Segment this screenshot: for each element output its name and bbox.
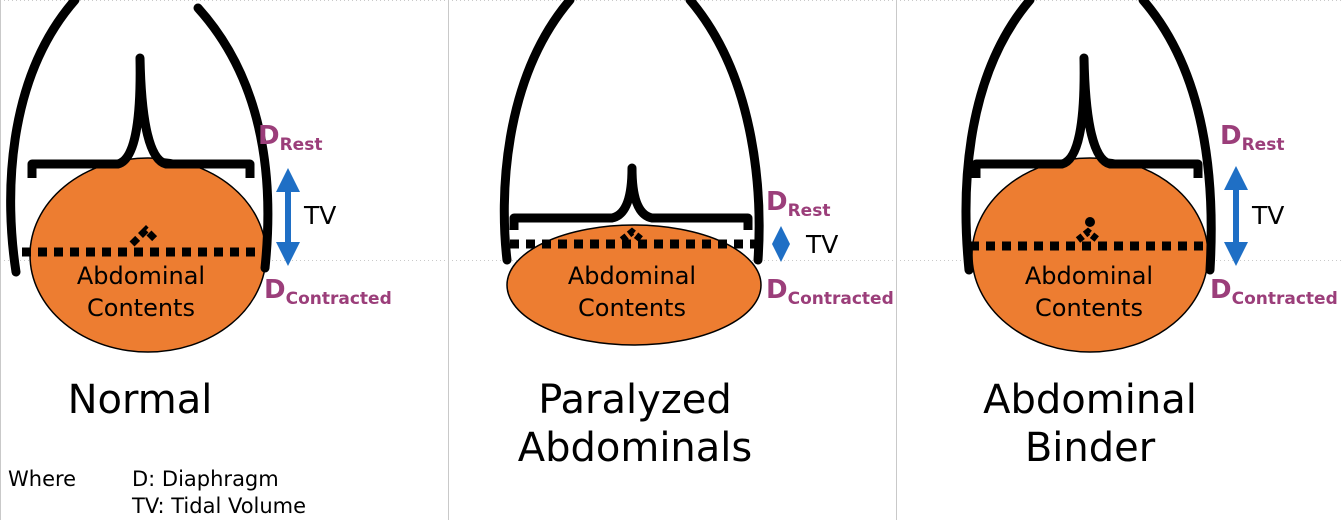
caption-abdominal-binder: Abdominal Binder [960, 376, 1220, 472]
legend-diaphragm: D: Diaphragm [132, 466, 279, 492]
d-contracted-label: DContracted [1210, 275, 1338, 309]
abdomen-label-line2: Contents [578, 294, 686, 322]
diaphragm-rest [514, 168, 748, 230]
caption-line1: Paralyzed [500, 376, 770, 424]
caption-normal: Normal [40, 376, 240, 424]
abdomen-label-line1: Abdominal [1025, 262, 1153, 290]
d-rest-label: DRest [766, 187, 830, 221]
d-contracted-label: DContracted [264, 275, 392, 309]
abdomen-label-line1: Abdominal [568, 262, 696, 290]
abdomen-label-line1: Abdominal [77, 262, 205, 290]
caption-normal-text: Normal [40, 376, 240, 424]
d-rest-label: DRest [1220, 121, 1284, 155]
d-contracted-label: DContracted [766, 275, 894, 309]
abdominal-contents-ellipse [972, 158, 1208, 352]
caption-line2: Abdominals [500, 424, 770, 472]
tv-label: TV [1251, 201, 1284, 230]
caption-line2: Binder [960, 424, 1220, 472]
legend-tidal-volume: TV: Tidal Volume [132, 493, 306, 519]
abdomen-label-line2: Contents [87, 294, 195, 322]
panel-abdominal-binder: TV DRest DContracted Abdominal Contents [966, 0, 1338, 352]
panel-normal: TV DRest DContracted Abdominal Contents [11, 0, 392, 352]
abdomen-label-line2: Contents [1035, 294, 1143, 322]
caption-line1: Abdominal [960, 376, 1220, 424]
legend-where: Where [8, 466, 76, 492]
panel-paralyzed-abdominals: TV DRest DContracted Abdominal Contents [504, 0, 893, 345]
tv-diamond-marker [772, 226, 790, 262]
d-rest-label: DRest [258, 121, 322, 155]
caption-paralyzed-abdominals: Paralyzed Abdominals [500, 376, 770, 472]
tv-label: TV [805, 230, 838, 259]
central-tendon-dot [1085, 217, 1095, 227]
tv-label: TV [303, 201, 336, 230]
